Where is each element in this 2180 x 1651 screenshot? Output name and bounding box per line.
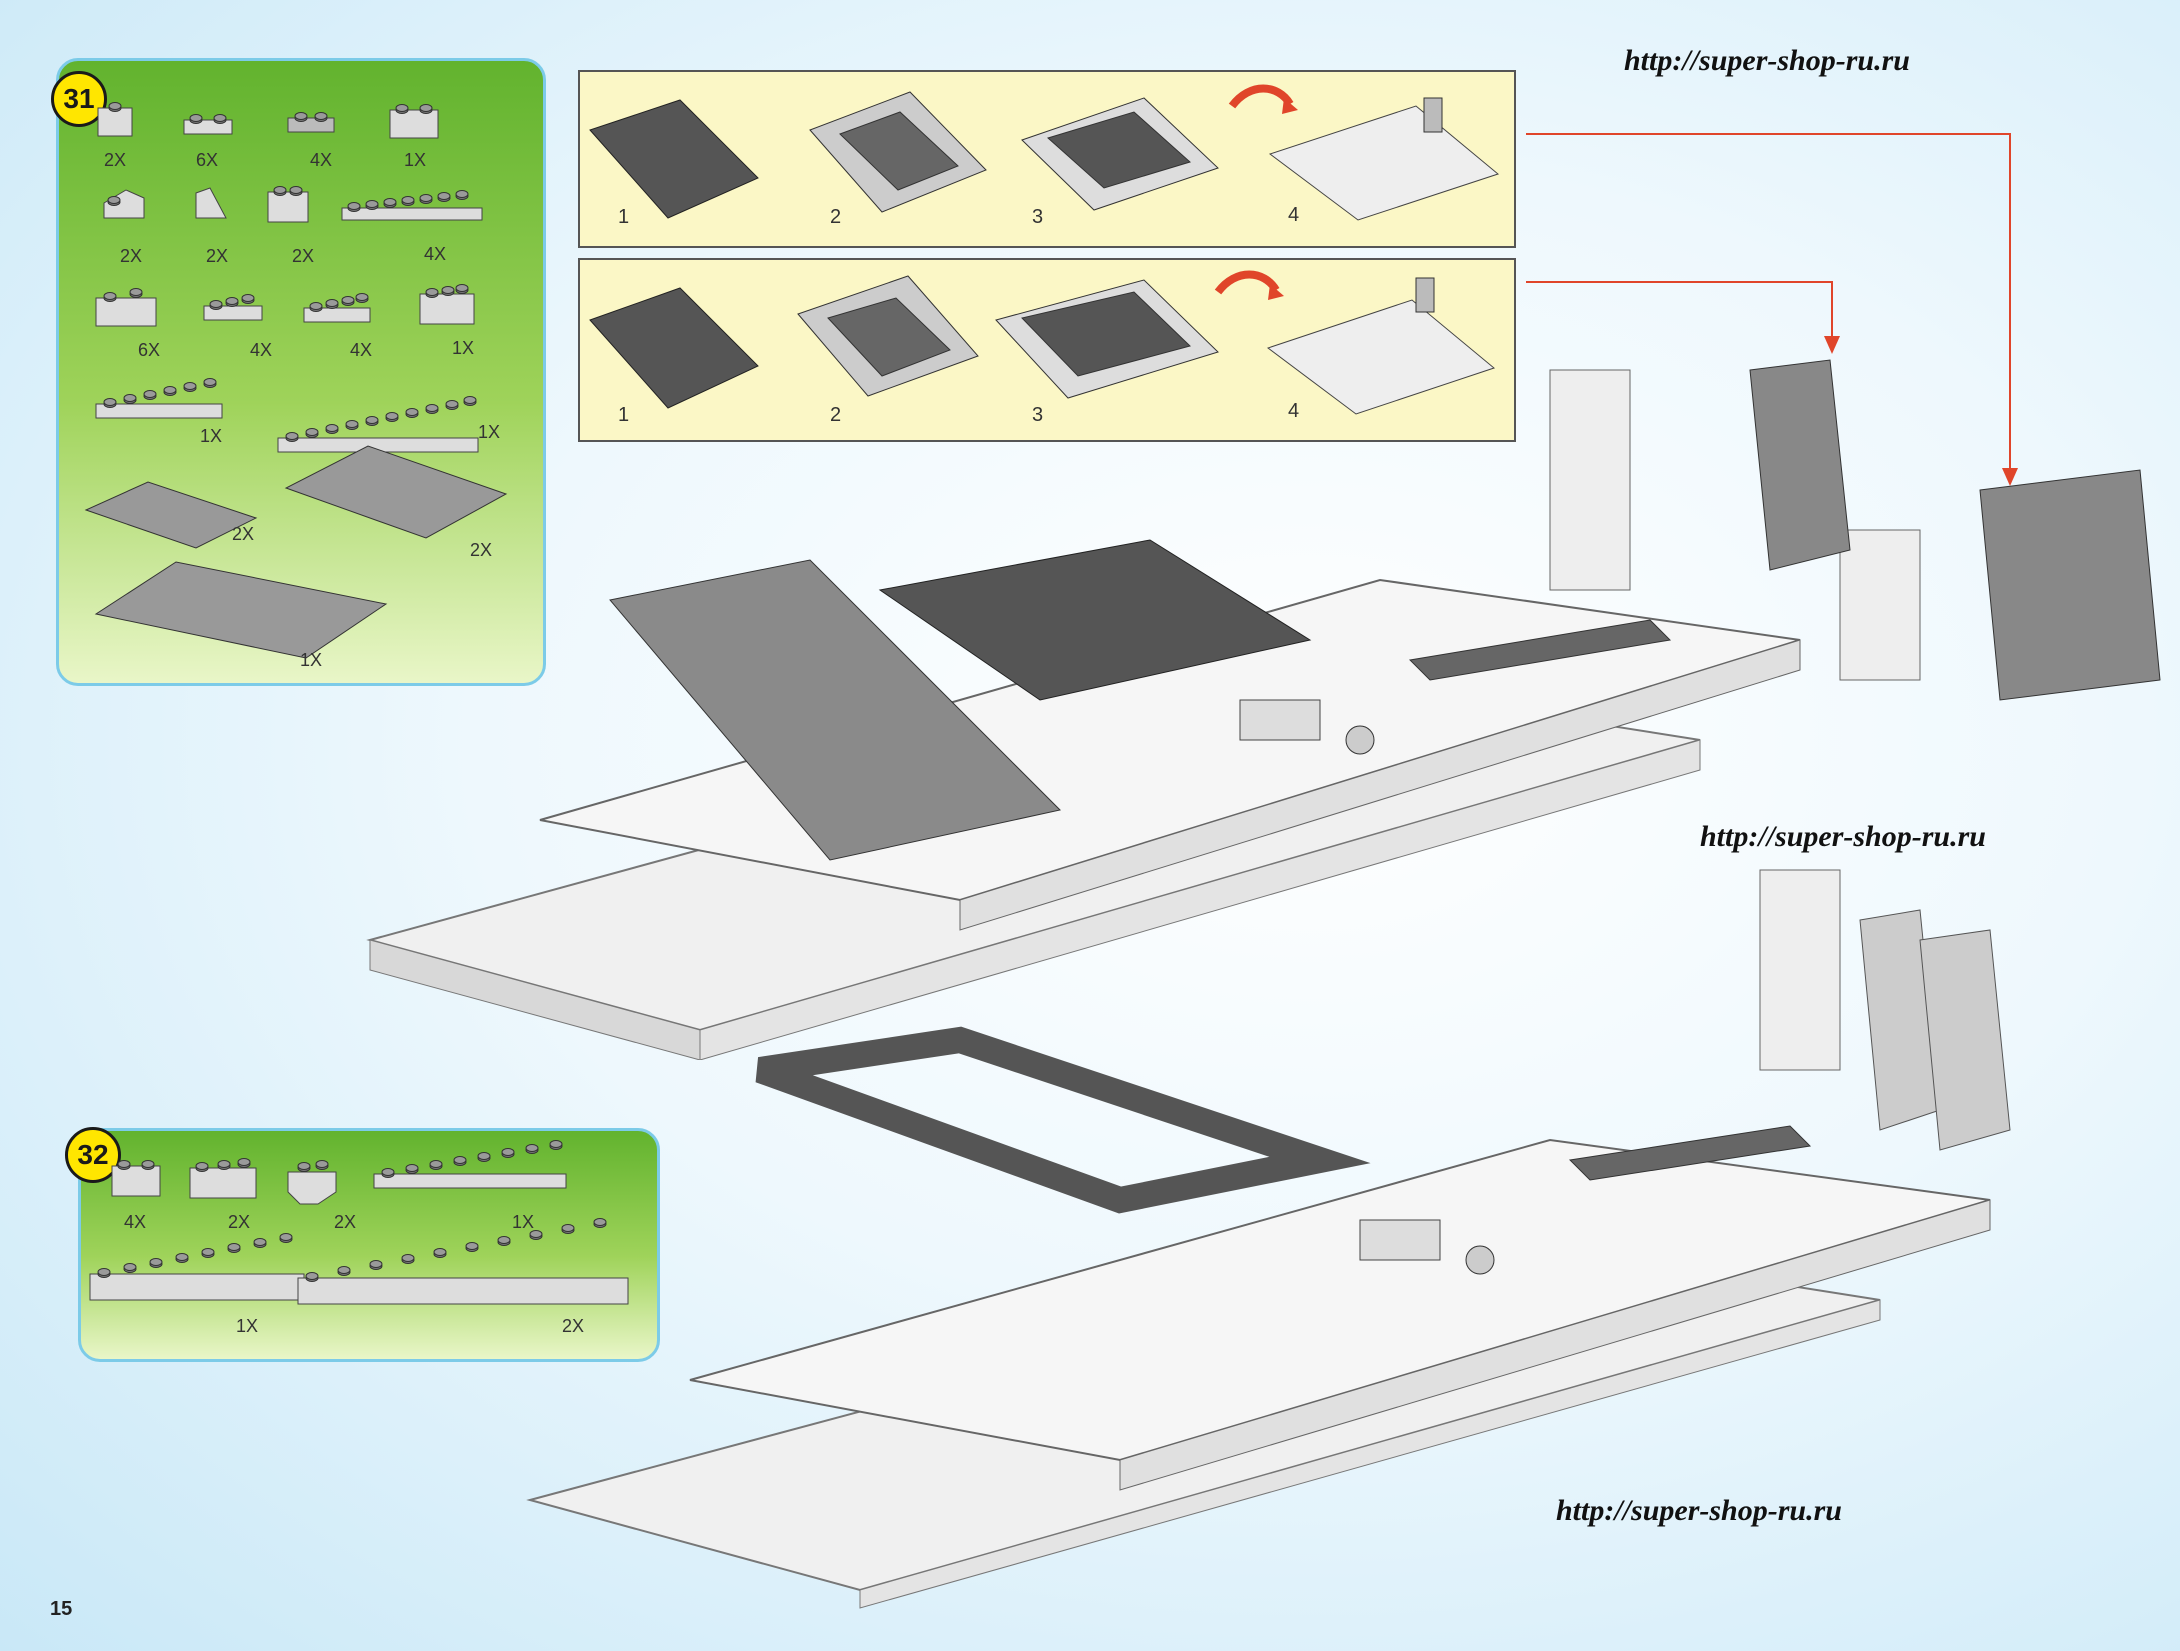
sub-a-step-number: 2 bbox=[830, 206, 842, 228]
sub-a-step-2-frame bbox=[809, 91, 987, 213]
part-brick-1x3 bbox=[419, 284, 475, 325]
qty-label: 4X bbox=[424, 244, 447, 264]
part-plate-1x3 bbox=[203, 294, 263, 321]
sub-a-step-number: 1 bbox=[618, 206, 630, 228]
sub-a-step-3-frame bbox=[1021, 97, 1219, 211]
step-32-parts-panel: 32 bbox=[65, 1127, 660, 1362]
page-number: 15 bbox=[50, 1598, 73, 1620]
step-31-badge: 31 bbox=[51, 71, 107, 127]
sub-b-step-1-plate bbox=[589, 287, 759, 409]
part-plate-8x10 bbox=[94, 561, 388, 659]
part-brick-1x1 bbox=[97, 102, 133, 137]
watermark-url: http://super-shop-ru.ru bbox=[1700, 820, 1986, 853]
gun-turret bbox=[1239, 699, 1375, 755]
qty-label: 2X bbox=[562, 1316, 585, 1336]
sub-b-step-number: 1 bbox=[618, 404, 630, 426]
qty-label: 1X bbox=[200, 426, 223, 446]
door-panels-installed bbox=[1859, 909, 2011, 1151]
watermark-url: http://super-shop-ru.ru bbox=[1624, 44, 1910, 77]
hull-upper-deck bbox=[689, 1138, 1991, 1491]
qty-label: 1X bbox=[512, 1212, 535, 1232]
sub-a-step-number: 3 bbox=[1032, 206, 1044, 228]
qty-label: 2X bbox=[232, 524, 255, 544]
rotate-arrow-icon bbox=[1214, 270, 1284, 300]
qty-label: 2X bbox=[334, 1212, 357, 1232]
qty-label: 2X bbox=[120, 246, 143, 266]
connector-arrow-a bbox=[1526, 133, 2018, 486]
watermark-url: http://super-shop-ru.ru bbox=[1556, 1494, 1842, 1527]
qty-label: 1X bbox=[404, 150, 427, 170]
qty-label: 1X bbox=[236, 1316, 259, 1336]
part-brick-1x3 bbox=[189, 1158, 257, 1199]
connector-arrow-b bbox=[1526, 281, 1840, 354]
part-plate-1x8 bbox=[373, 1140, 567, 1189]
part-plate-1x6 bbox=[95, 378, 223, 419]
sub-b-step-3-frame bbox=[995, 279, 1219, 399]
part-brick-1x8 bbox=[89, 1233, 305, 1301]
qty-label: 2X bbox=[292, 246, 315, 266]
gun-turret bbox=[1359, 1219, 1495, 1275]
dark-deck-plate bbox=[878, 539, 1312, 701]
qty-label: 1X bbox=[452, 338, 475, 358]
part-brick-1x2 bbox=[111, 1160, 161, 1197]
qty-label: 2X bbox=[470, 540, 493, 560]
bow-blocks bbox=[1549, 369, 1921, 681]
step-31-parts-panel: 31 bbox=[51, 58, 546, 686]
part-plate-6x8 bbox=[284, 445, 508, 539]
part-plate-4x6 bbox=[84, 481, 258, 549]
sub-b-step-2-frame bbox=[797, 275, 979, 397]
sub-a-step-number: 4 bbox=[1288, 204, 1300, 226]
part-plate-1x8 bbox=[341, 190, 483, 221]
dark-deck-rail bbox=[609, 559, 1672, 861]
qty-label: 2X bbox=[104, 150, 127, 170]
qty-label: 4X bbox=[250, 340, 273, 360]
sub-a-step-1-plate bbox=[589, 99, 759, 219]
bow-blocks bbox=[1759, 869, 1841, 1071]
part-plate-1x2 bbox=[183, 114, 233, 135]
rotate-arrow-icon bbox=[1228, 84, 1298, 114]
qty-label: 4X bbox=[350, 340, 373, 360]
part-slope-2x2-inverted bbox=[95, 288, 157, 327]
part-slope-small bbox=[195, 187, 227, 219]
sub-b-step-number: 3 bbox=[1032, 404, 1044, 426]
sub-b-step-number: 4 bbox=[1288, 400, 1300, 422]
door-panel-b bbox=[1749, 359, 1851, 571]
sub-a-step-4-plate bbox=[1268, 97, 1500, 221]
step-31-parts-graphics bbox=[84, 102, 508, 659]
part-plate-1x4 bbox=[303, 293, 371, 323]
qty-label: 6X bbox=[196, 150, 219, 170]
door-panel-a bbox=[1979, 469, 2161, 701]
qty-label: 6X bbox=[138, 340, 161, 360]
dark-deck-rail bbox=[1568, 1125, 1812, 1181]
step-31-hull-assembly bbox=[366, 359, 2161, 1060]
part-brick-1x2 bbox=[389, 104, 439, 139]
subassembly-graphics bbox=[589, 84, 1500, 415]
part-slope-1x2 bbox=[103, 189, 145, 219]
step-32-hull-assembly bbox=[526, 869, 2011, 1609]
sub-b-step-4-plate bbox=[1266, 277, 1496, 415]
qty-label: 1X bbox=[300, 650, 323, 670]
qty-label: 4X bbox=[310, 150, 333, 170]
part-plate-1x2-clip bbox=[287, 112, 335, 133]
sub-b-step-number: 2 bbox=[830, 404, 842, 426]
qty-label: 2X bbox=[228, 1212, 251, 1232]
part-brick-1x10 bbox=[297, 1218, 629, 1305]
qty-label: 2X bbox=[206, 246, 229, 266]
qty-label: 1X bbox=[478, 422, 501, 442]
step-32-parts-graphics bbox=[89, 1140, 629, 1305]
part-brick-2x2 bbox=[267, 186, 309, 223]
part-slope-2x2-inverted bbox=[287, 1160, 337, 1205]
dark-frame-outline bbox=[755, 1026, 1371, 1214]
qty-label: 4X bbox=[124, 1212, 147, 1232]
